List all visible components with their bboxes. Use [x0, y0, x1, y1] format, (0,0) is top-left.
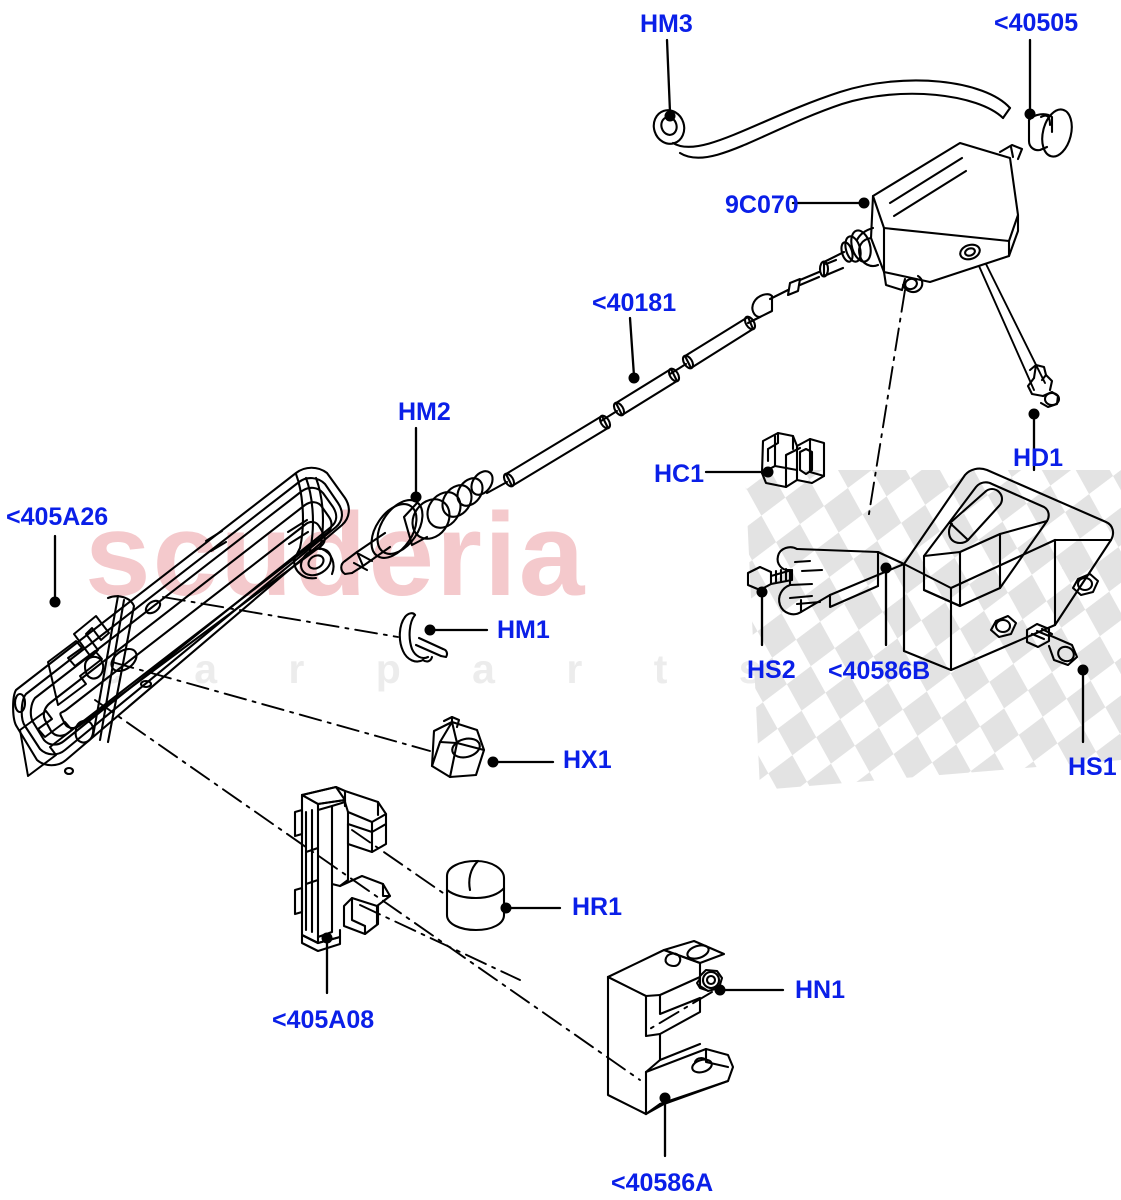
part-405a08-fuel-flap-latch — [293, 785, 392, 953]
part-hm2-cable-bellows — [340, 470, 494, 576]
assembly-centerlines — [94, 289, 906, 1081]
callout-label-hs2[interactable]: HS2 — [747, 656, 796, 684]
part-40505-filler-cap — [1027, 108, 1073, 158]
part-hn1-nut — [695, 968, 724, 993]
part-hs1-screw — [1025, 622, 1079, 667]
part-9c070-release-actuator — [818, 141, 1024, 294]
part-hs2-screw — [746, 565, 794, 592]
part-40181-cable-rod — [485, 270, 821, 495]
part-40181-upper-flex-hose — [671, 79, 1012, 159]
watermark-tagline: c a r p a r t s — [100, 646, 792, 692]
callout-label-hm1[interactable]: HM1 — [497, 616, 550, 644]
callout-label-40586a[interactable]: <40586A — [611, 1169, 714, 1197]
part-hc1-cable-clip — [760, 431, 826, 489]
callout-label-405a08[interactable]: <405A08 — [272, 1006, 375, 1034]
callout-label-40181[interactable]: <40181 — [592, 289, 677, 317]
callout-label-hc1[interactable]: HC1 — [654, 460, 705, 488]
part-405a26-filler-door-panel — [12, 466, 350, 777]
leader-lines — [53, 38, 1085, 1158]
part-hm1-cable-retainer — [398, 612, 449, 663]
part-hx1-cable-guide — [430, 715, 486, 779]
callout-label-hn1[interactable]: HN1 — [795, 976, 846, 1004]
callout-label-405a26[interactable]: <405A26 — [6, 503, 109, 531]
callout-label-40586b[interactable]: <40586B — [828, 657, 931, 685]
callout-label-hr1[interactable]: HR1 — [572, 893, 623, 921]
callout-label-hm3[interactable]: HM3 — [640, 10, 693, 38]
leader-dots — [49, 108, 1089, 1104]
callout-label-hx1[interactable]: HX1 — [563, 746, 612, 774]
part-hr1-rubber-bump-stop — [445, 859, 506, 932]
part-hd1-actuator-link — [1026, 363, 1061, 409]
callout-label-9c070[interactable]: 9C070 — [725, 191, 799, 219]
leader-hd1-pair — [978, 263, 1046, 391]
part-40586b-support-bracket — [776, 467, 1115, 672]
callout-label-hs1[interactable]: HS1 — [1068, 753, 1117, 781]
callout-label-hm2[interactable]: HM2 — [398, 398, 451, 426]
callout-label-40505[interactable]: <40505 — [994, 9, 1079, 37]
part-40586a-striker-bracket — [606, 939, 735, 1116]
callout-label-hd1[interactable]: HD1 — [1013, 444, 1064, 472]
